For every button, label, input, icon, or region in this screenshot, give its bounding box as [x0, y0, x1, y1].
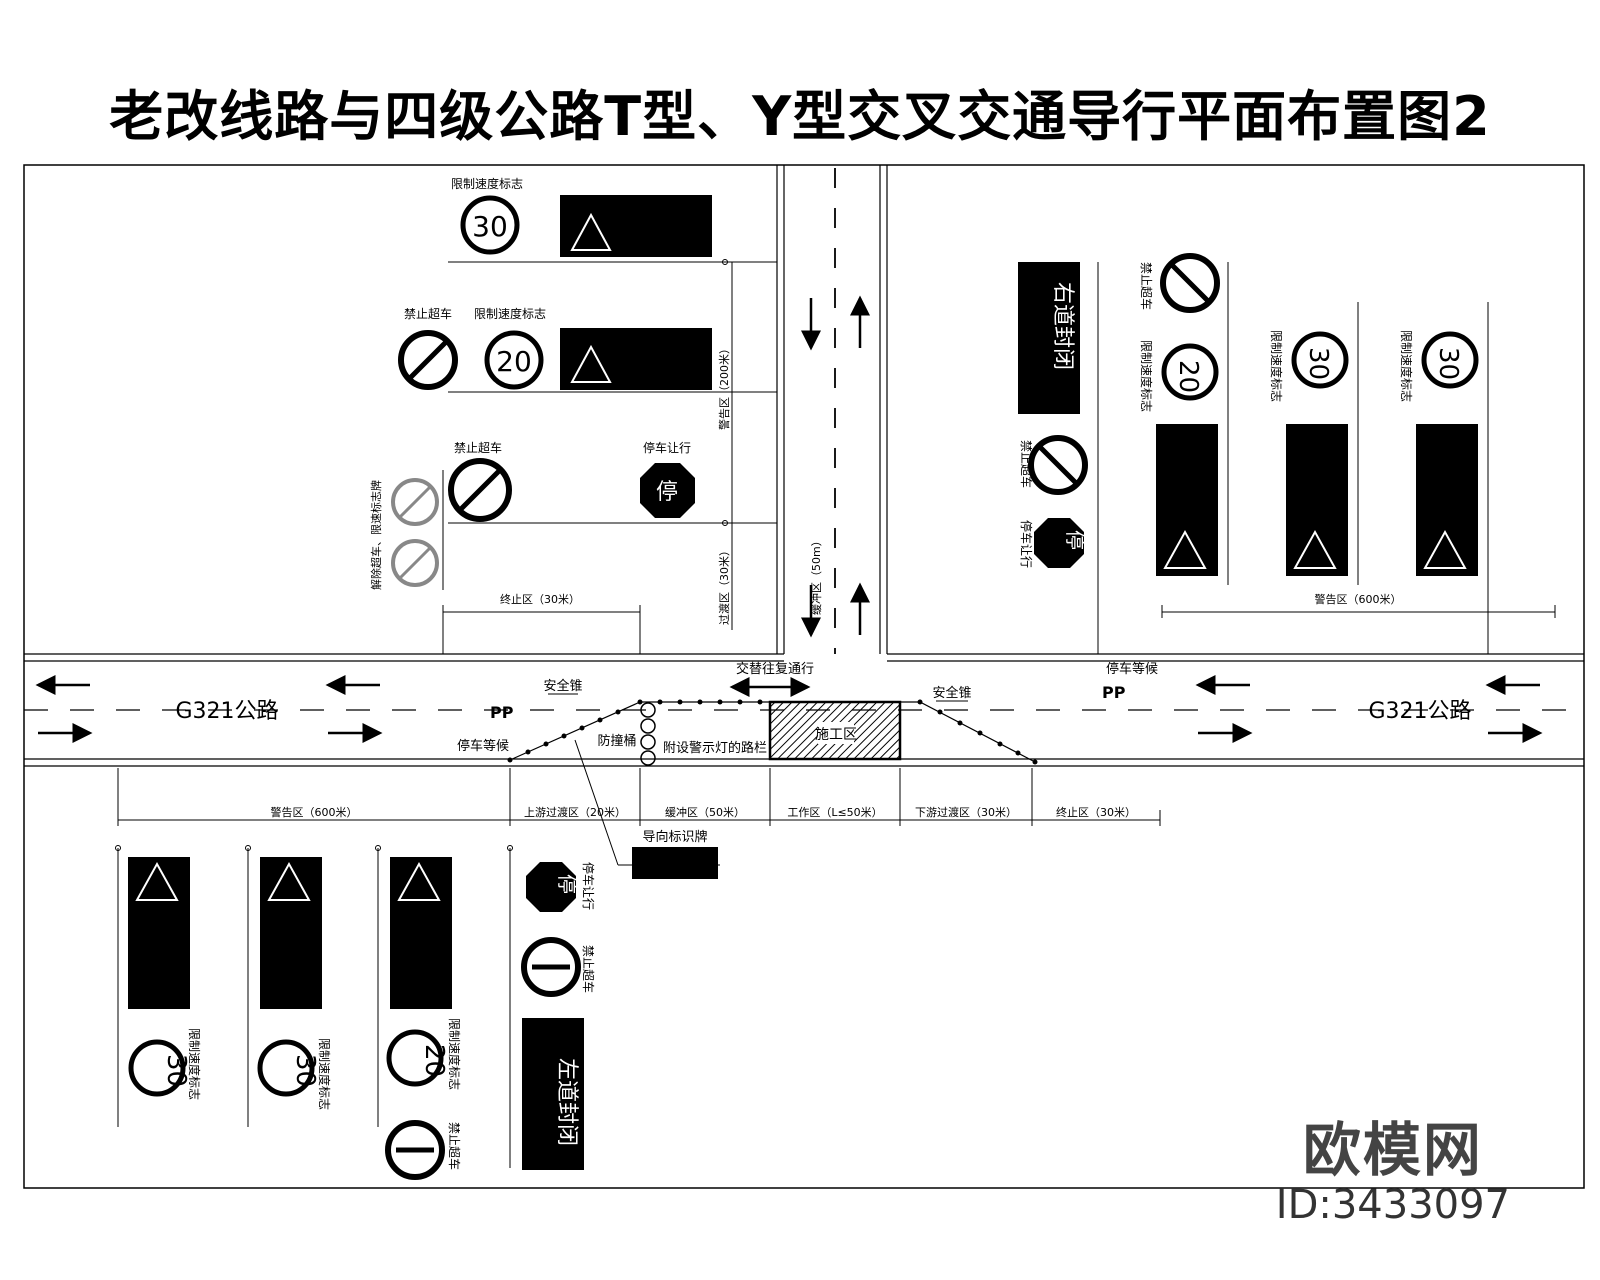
stop-sign [526, 862, 576, 912]
stop-yield-label-3: 停车让行 [581, 862, 596, 910]
svg-text:停: 停 [656, 480, 678, 505]
speed-sign-label-4: 限制速度标志 [1269, 330, 1284, 402]
stop-sign [640, 463, 695, 518]
zone-right-warning: 警告区（600米） [1315, 592, 1402, 606]
svg-text:30: 30 [472, 210, 508, 243]
warning-board [560, 195, 712, 257]
warning-board [560, 328, 712, 390]
speed-sign-label-6: 限制速度标志 [187, 1028, 202, 1100]
vertical-warning-label: 警告区（200米） [717, 343, 731, 430]
road-name-left: G321公路 [175, 699, 278, 724]
safety-cone-label-left: 安全锥 [543, 678, 582, 694]
work-area-label: 施工区 [815, 727, 857, 743]
no-overtaking-label-5: 禁止超车 [447, 1122, 462, 1170]
lower-dimension [117, 768, 1161, 826]
watermark-logo: 欧模网 [1302, 1116, 1483, 1184]
svg-text:20: 20 [1173, 360, 1203, 393]
alternating-traffic-label: 交替往复通行 [736, 661, 814, 677]
warning-board [260, 857, 322, 1009]
road-name-right: G321公路 [1368, 699, 1471, 724]
no-overtaking-label-2: 禁止超车 [454, 440, 502, 455]
warning-board [390, 857, 452, 1009]
svg-text:20: 20 [419, 1044, 449, 1077]
warning-board [1286, 424, 1348, 576]
svg-text:30: 30 [161, 1054, 191, 1087]
speed-limit-sign [386, 1029, 444, 1087]
stop-wait-label-left: 停车等候 [457, 738, 509, 754]
speed-sign-label-2: 限制速度标志 [474, 306, 546, 321]
speed-sign-label-5: 限制速度标志 [1399, 330, 1414, 402]
watermark-id: ID:3433097 [1275, 1182, 1510, 1228]
no-overtaking-label-6: 禁止超车 [581, 945, 596, 993]
warning-board [128, 857, 190, 1009]
direction-sign [632, 847, 718, 879]
cone-taper-downstream [900, 699, 1038, 765]
barrier-label: 附设警示灯的路栏 [663, 740, 767, 756]
lane-arrows [35, 295, 1543, 743]
svg-text:停: 停 [555, 874, 579, 894]
safety-cone-label-right: 安全锥 [932, 685, 971, 701]
left-lane-closed-board [522, 1018, 584, 1170]
speed-limit-sign [257, 1039, 315, 1097]
pp-mark-right: PP [1102, 683, 1126, 702]
warning-board [1416, 424, 1478, 576]
zone-buffer: 缓冲区（50米） [665, 805, 745, 819]
pp-mark-left: PP [490, 703, 514, 722]
vertical-buffer-label: 缓冲区（50m） [809, 535, 823, 615]
svg-text:30: 30 [290, 1054, 320, 1087]
cone-taper-upstream [507, 699, 770, 763]
svg-text:停: 停 [1063, 530, 1087, 550]
zone-downstream-transition: 下游过渡区（30米） [915, 805, 1017, 819]
svg-text:30: 30 [1303, 347, 1333, 380]
page-title: 老改线路与四级公路T型、Y型交叉交通导行平面布置图2 [109, 85, 1491, 148]
zone-work: 工作区（L≤50米） [787, 806, 882, 819]
vertical-road [776, 165, 888, 654]
stop-sign [1034, 518, 1084, 568]
speed-limit-sign [460, 195, 520, 255]
speed-sign-label-3: 限制速度标志 [1139, 340, 1154, 412]
warning-board [1156, 424, 1218, 576]
stop-yield-label-1: 停车让行 [643, 440, 691, 455]
crash-barrels [640, 702, 656, 766]
lifted-signs-label: 解除超车、限速标志牌 [369, 480, 383, 590]
watermark: 欧模网 ID:3433097 [1276, 1118, 1510, 1228]
speed-limit-sign [484, 330, 544, 390]
stop-wait-label-right: 停车等候 [1106, 661, 1158, 677]
stop-yield-label-2: 停车让行 [1019, 520, 1034, 568]
speed-sign-label-1: 限制速度标志 [451, 176, 523, 191]
no-overtaking-label-3: 禁止超车 [1019, 440, 1034, 488]
zone-upstream-transition: 上游过渡区（20米） [524, 805, 626, 819]
no-overtaking-label-1: 禁止超车 [404, 306, 452, 321]
svg-text:右道封闭: 右道封闭 [1050, 282, 1075, 370]
vertical-transition-label: 过渡区（30米） [717, 545, 731, 625]
no-overtaking-label-4: 禁止超车 [1139, 262, 1154, 310]
speed-limit-sign [1421, 331, 1479, 389]
speed-sign-label-8: 限制速度标志 [447, 1018, 462, 1090]
svg-text:20: 20 [496, 345, 532, 378]
speed-sign-label-7: 限制速度标志 [317, 1038, 332, 1110]
svg-text:30: 30 [1433, 347, 1463, 380]
right-lane-closed-board [1018, 262, 1080, 414]
speed-limit-sign [1291, 331, 1349, 389]
speed-limit-sign [128, 1039, 186, 1097]
svg-text:左道封闭: 左道封闭 [554, 1058, 579, 1146]
zone-warning: 警告区（600米） [271, 805, 358, 819]
zone-termination: 终止区（30米） [1056, 805, 1136, 819]
crash-barrel-label: 防撞桶 [597, 733, 636, 749]
direction-sign-label: 导向标识牌 [642, 829, 707, 845]
zone-upper-termination: 终止区（30米） [500, 592, 580, 606]
drawing-frame [23, 164, 1585, 1189]
speed-limit-sign [1161, 343, 1219, 401]
